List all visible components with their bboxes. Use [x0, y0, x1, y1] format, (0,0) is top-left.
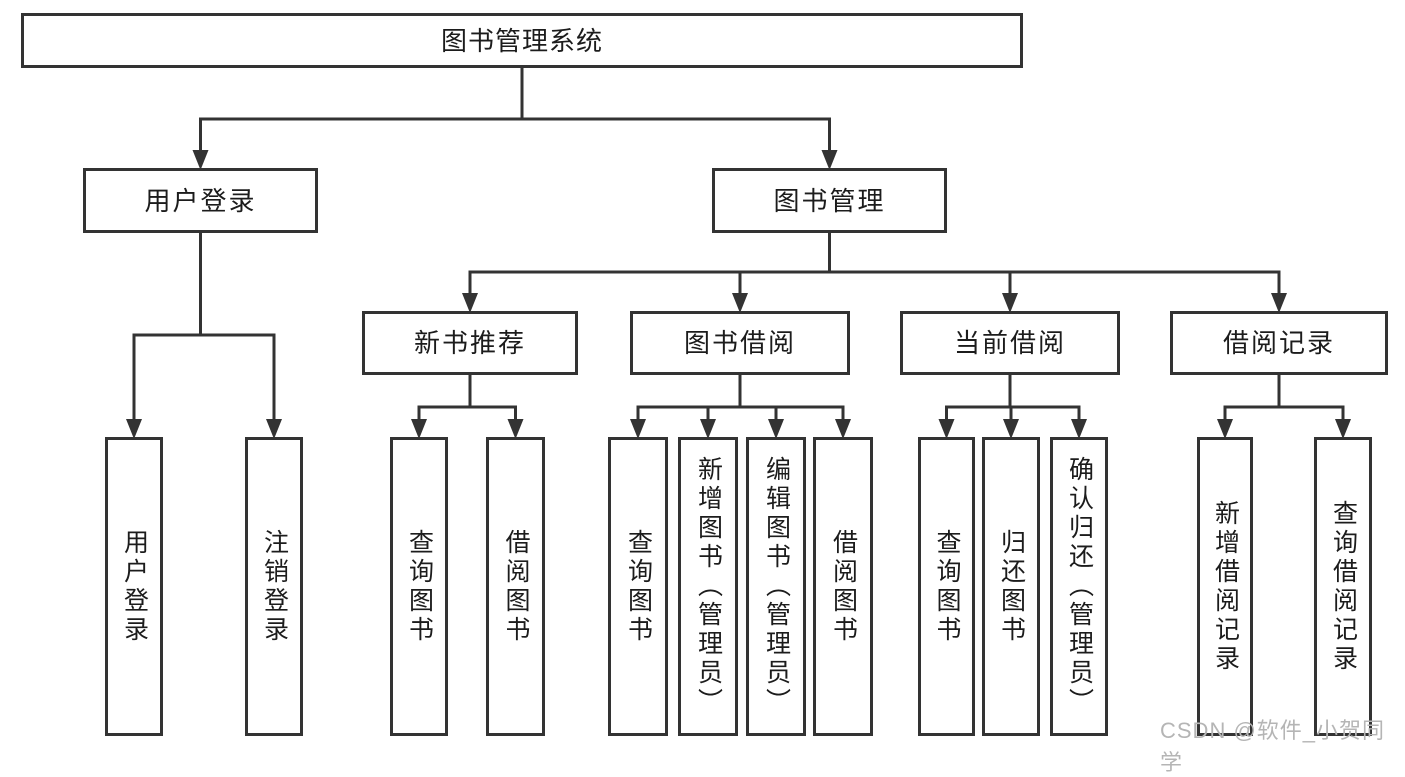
- arrowhead-down-icon: [1071, 419, 1087, 439]
- node-nb-borrow: 借阅图书: [486, 437, 545, 736]
- arrowhead-down-icon: [411, 419, 427, 439]
- node-user-login: 用户登录: [83, 168, 318, 233]
- arrowhead-down-icon: [192, 150, 209, 170]
- node-borrow-records: 借阅记录: [1170, 311, 1388, 375]
- node-cb-query: 查询图书: [918, 437, 975, 736]
- arrowhead-down-icon: [1335, 419, 1351, 439]
- node-br-add: 新增借阅记录: [1197, 437, 1253, 736]
- arrowhead-down-icon: [835, 419, 851, 439]
- connector-lines: [126, 67, 1351, 439]
- arrowhead-down-icon: [126, 419, 142, 439]
- node-current-borrow: 当前借阅: [900, 311, 1120, 375]
- node-bb-add: 新增图书（管理员）: [678, 437, 738, 736]
- arrowhead-down-icon: [630, 419, 646, 439]
- arrowhead-down-icon: [1217, 419, 1233, 439]
- node-bb-query: 查询图书: [608, 437, 668, 736]
- arrowhead-down-icon: [700, 419, 716, 439]
- arrowhead-down-icon: [821, 150, 838, 170]
- node-nb-query: 查询图书: [390, 437, 448, 736]
- node-book-mgmt: 图书管理: [712, 168, 947, 233]
- arrowhead-down-icon: [462, 293, 478, 313]
- node-ul-user-login: 用户登录: [105, 437, 163, 736]
- arrowhead-down-icon: [266, 419, 282, 439]
- node-new-books: 新书推荐: [362, 311, 578, 375]
- node-root: 图书管理系统: [21, 13, 1023, 68]
- node-bb-edit: 编辑图书（管理员）: [746, 437, 806, 736]
- arrowhead-down-icon: [938, 419, 955, 439]
- csdn-watermark: CSDN @软件_小贺同学: [1160, 718, 1386, 775]
- arrowhead-down-icon: [1271, 293, 1287, 313]
- node-br-query: 查询借阅记录: [1314, 437, 1372, 736]
- arrowhead-down-icon: [1003, 419, 1019, 439]
- arrowhead-down-icon: [732, 293, 748, 313]
- node-book-borrow: 图书借阅: [630, 311, 850, 375]
- arrowhead-down-icon: [507, 419, 524, 439]
- arrowhead-down-icon: [1002, 293, 1018, 313]
- node-cb-return: 归还图书: [982, 437, 1040, 736]
- node-ul-logout: 注销登录: [245, 437, 303, 736]
- node-bb-borrow: 借阅图书: [813, 437, 873, 736]
- node-cb-confirm: 确认归还（管理员）: [1050, 437, 1108, 736]
- diagram-canvas: 图书管理系统用户登录图书管理新书推荐图书借阅当前借阅借阅记录用户登录注销登录查询…: [21, 13, 1388, 775]
- arrowhead-down-icon: [768, 419, 784, 439]
